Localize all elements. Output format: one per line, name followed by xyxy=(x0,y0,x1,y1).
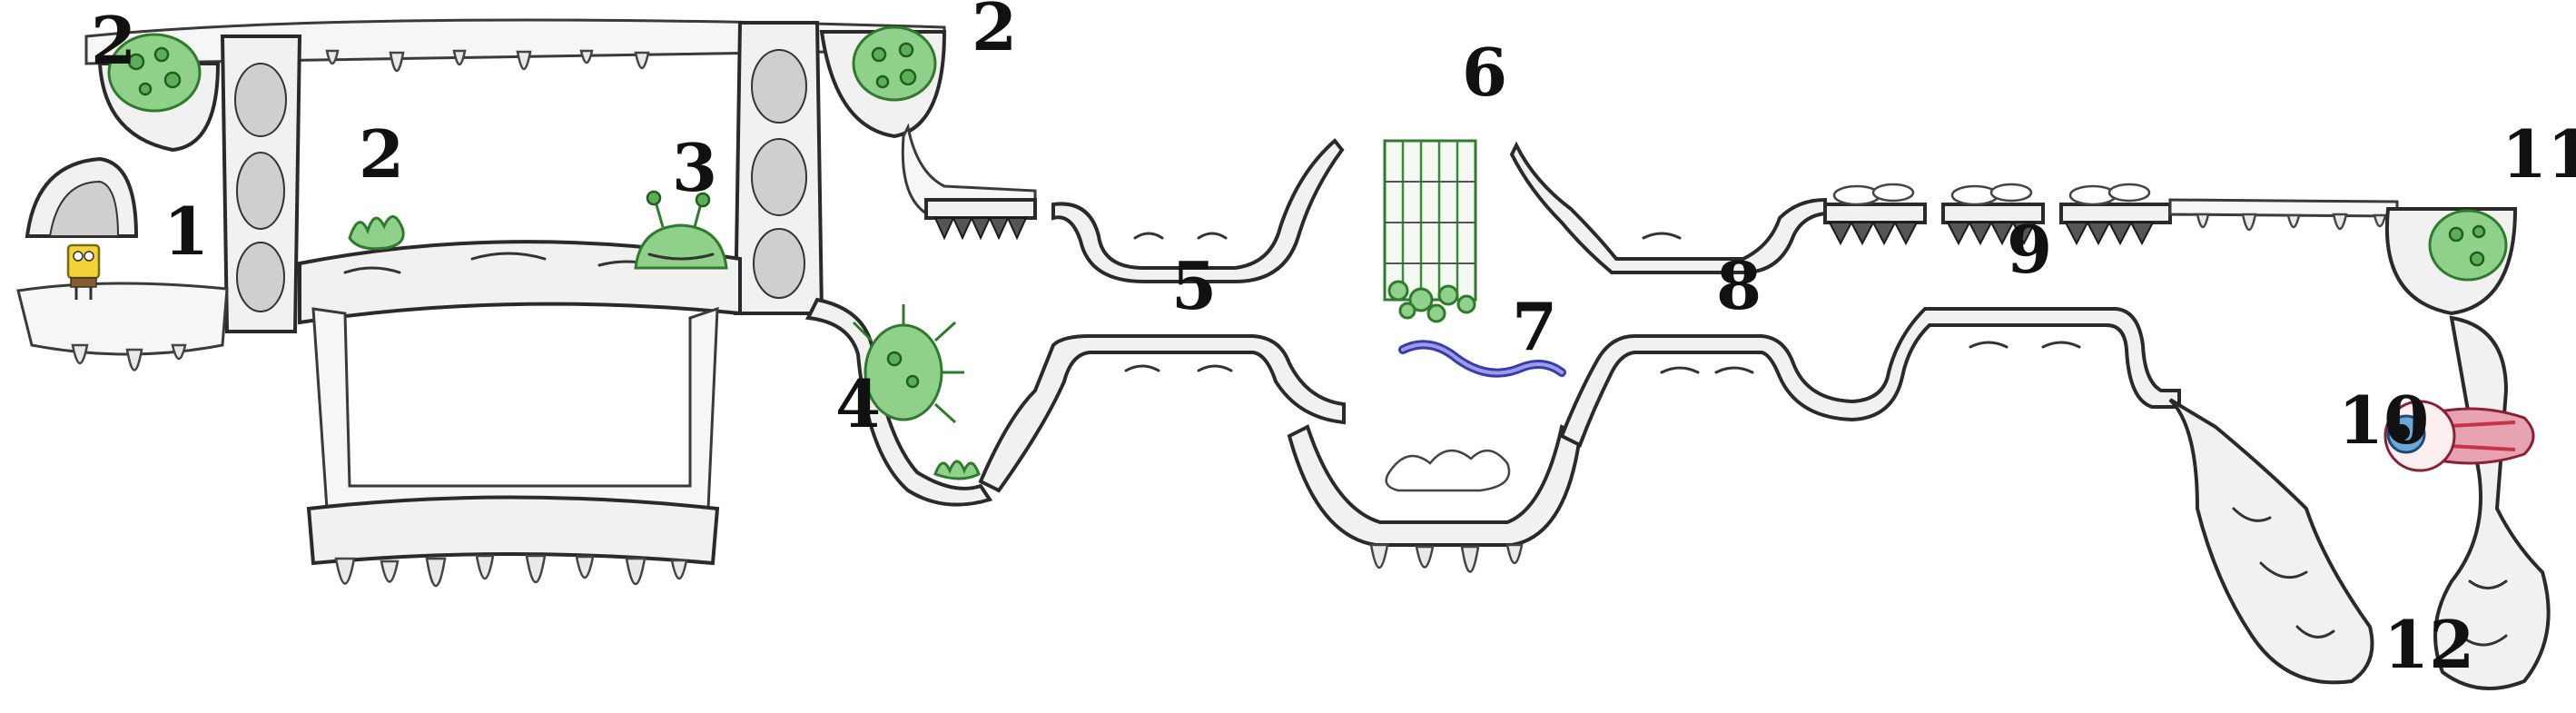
cage-pillar-6 xyxy=(1383,139,1477,323)
lower-ledge-middle xyxy=(978,334,1346,493)
marker-5: 5 xyxy=(1171,247,1217,324)
blue-tentacle-enemy xyxy=(1398,340,1566,378)
marker-10: 10 xyxy=(2338,381,2429,459)
player-character xyxy=(66,243,101,300)
marker-9: 9 xyxy=(2007,211,2052,288)
pit-basin xyxy=(1287,424,1583,573)
spike-row-1 xyxy=(933,217,1028,241)
marker-2a: 2 xyxy=(91,2,136,79)
marker-2b: 2 xyxy=(972,0,1017,65)
stone-bridge-left xyxy=(298,240,742,325)
u-bridge-8 xyxy=(1509,141,1827,274)
spike-platform-a xyxy=(1823,183,1927,246)
eye-monster-enemy xyxy=(2384,400,2535,472)
marker-1: 1 xyxy=(163,193,209,270)
level-markers: 1 2 2 2 3 4 5 6 7 8 9 10 11 12 xyxy=(91,0,2576,683)
spiky-green-enemy xyxy=(852,304,964,424)
upper-ledge xyxy=(901,123,1037,220)
marker-2c: 2 xyxy=(359,115,404,193)
ceiling-right xyxy=(2168,198,2399,232)
slime-pod-right xyxy=(2384,207,2518,316)
marker-3: 3 xyxy=(672,129,717,206)
marker-7: 7 xyxy=(1512,288,1557,365)
slime-sprout xyxy=(348,215,405,251)
lower-ledge-right xyxy=(1559,307,2181,448)
slime-sprout-lower xyxy=(933,460,981,480)
hanging-frame-block xyxy=(306,306,720,588)
stone-pillar-left xyxy=(220,35,302,333)
marker-6: 6 xyxy=(1462,34,1507,111)
slime-pod-top-middle xyxy=(819,25,947,139)
marker-12: 12 xyxy=(2384,606,2474,683)
descending-rock-left xyxy=(2168,398,2374,685)
marker-8: 8 xyxy=(1716,247,1762,324)
start-cave xyxy=(16,156,229,371)
slime-pod-top-left xyxy=(97,33,221,153)
marker-11: 11 xyxy=(2502,115,2576,193)
stone-pillar-middle xyxy=(733,21,824,315)
u-bridge-5 xyxy=(1051,138,1345,283)
spike-platform-c xyxy=(2059,183,2172,246)
green-blob-enemy xyxy=(634,190,728,270)
spike-platform-b xyxy=(1941,183,2045,246)
marker-4: 4 xyxy=(835,365,881,442)
